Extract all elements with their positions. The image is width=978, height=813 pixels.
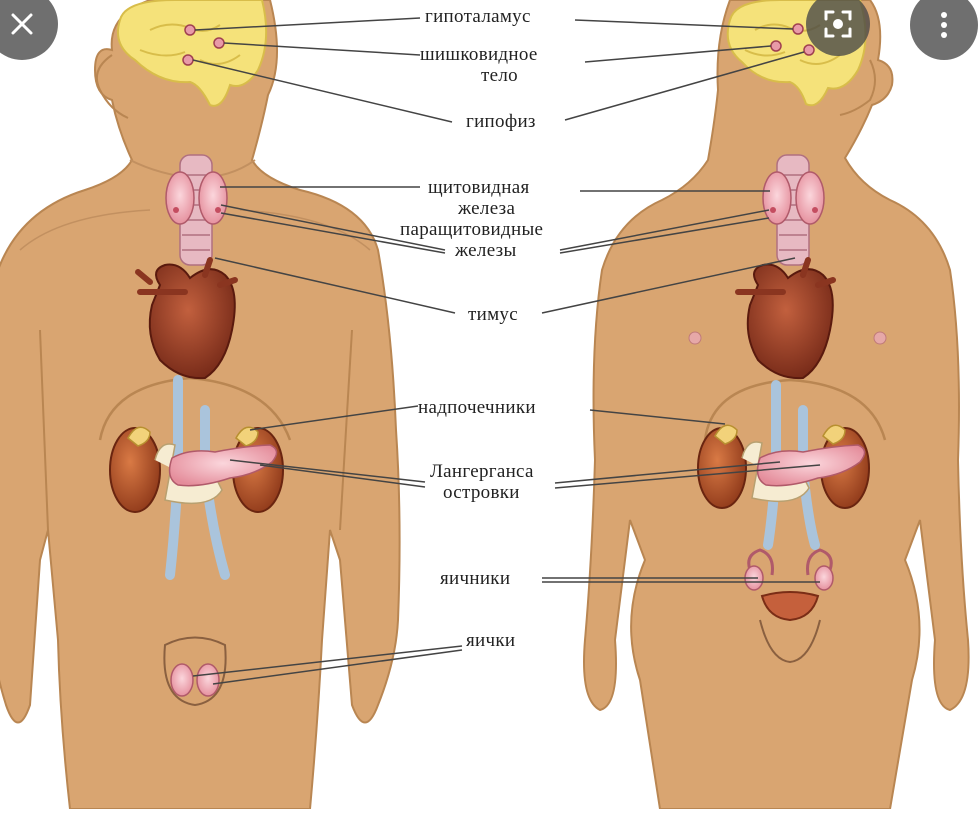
label-pineal-line1: шишковидное bbox=[420, 44, 538, 65]
male-arm-line-left bbox=[39, 329, 49, 531]
male-pancreas bbox=[168, 444, 278, 487]
male-figure bbox=[0, 0, 401, 810]
lens-search-button[interactable] bbox=[806, 0, 870, 56]
male-trachea-rings bbox=[182, 174, 210, 251]
label-islets-line1: Лангерганса bbox=[430, 461, 534, 482]
female-trachea-rings bbox=[779, 174, 807, 251]
male-testis-right bbox=[196, 663, 220, 697]
label-parathyroid-line1: паращитовидные bbox=[400, 219, 544, 240]
female-pineal-dot bbox=[770, 40, 782, 52]
male-adrenal-left bbox=[127, 426, 151, 447]
male-pituitary-dot bbox=[182, 54, 194, 66]
female-hypothalamus-dot bbox=[792, 23, 804, 35]
female-nipple-left bbox=[688, 331, 702, 345]
male-thyroid-right bbox=[198, 171, 228, 225]
label-hypothalamus: гипоталамус bbox=[425, 6, 531, 27]
label-pituitary: гипофиз bbox=[466, 111, 536, 132]
label-parathyroid-line2: железы bbox=[455, 240, 517, 261]
female-fallopian-tubes bbox=[747, 548, 833, 576]
male-body bbox=[0, 0, 401, 810]
more-vertical-icon bbox=[941, 12, 947, 38]
female-pelvis-line bbox=[759, 619, 821, 664]
label-ovaries: яичники bbox=[440, 568, 511, 589]
female-thyroid-right bbox=[795, 171, 825, 225]
male-testis-left bbox=[170, 663, 194, 697]
lens-search-icon bbox=[824, 10, 852, 38]
male-pineal-dot bbox=[213, 37, 225, 49]
female-ovary-right bbox=[814, 565, 834, 591]
female-adrenal-right bbox=[822, 424, 846, 445]
male-brain bbox=[116, 0, 268, 107]
female-parathyroid-2 bbox=[812, 207, 818, 213]
label-thyroid-line1: щитовидная bbox=[428, 177, 530, 198]
label-pineal-line2: тело bbox=[481, 65, 518, 86]
female-uterus bbox=[760, 591, 820, 622]
male-chest-line bbox=[19, 209, 371, 251]
male-heart-vessels bbox=[135, 257, 238, 295]
male-face-shade bbox=[96, 54, 129, 119]
label-thyroid-line2: железа bbox=[458, 198, 516, 219]
label-thymus: тимус bbox=[468, 304, 518, 325]
female-face-line bbox=[839, 59, 876, 116]
female-heart-vessels bbox=[735, 257, 836, 295]
female-figure bbox=[583, 0, 970, 810]
male-adrenal-right bbox=[235, 426, 259, 447]
male-kidney-left bbox=[109, 427, 161, 513]
leader-lines bbox=[192, 17, 821, 685]
more-options-button[interactable] bbox=[910, 0, 978, 60]
male-arm-line-right bbox=[339, 329, 353, 531]
female-nipple-right bbox=[873, 331, 887, 345]
male-thyroid-left bbox=[165, 171, 195, 225]
female-pituitary-dot bbox=[803, 44, 815, 56]
male-parathyroid-1 bbox=[173, 207, 179, 213]
label-islets-line2: островки bbox=[443, 482, 520, 503]
female-rib-line bbox=[703, 378, 887, 441]
female-parathyroid-1 bbox=[770, 207, 776, 213]
label-testes: яички bbox=[466, 630, 516, 651]
female-adrenal-left bbox=[714, 424, 738, 445]
close-icon bbox=[11, 13, 33, 35]
male-parathyroid-2 bbox=[215, 207, 221, 213]
label-adrenals: надпочечники bbox=[418, 397, 536, 418]
female-thyroid-left bbox=[762, 171, 792, 225]
male-hypothalamus-dot bbox=[184, 24, 196, 36]
